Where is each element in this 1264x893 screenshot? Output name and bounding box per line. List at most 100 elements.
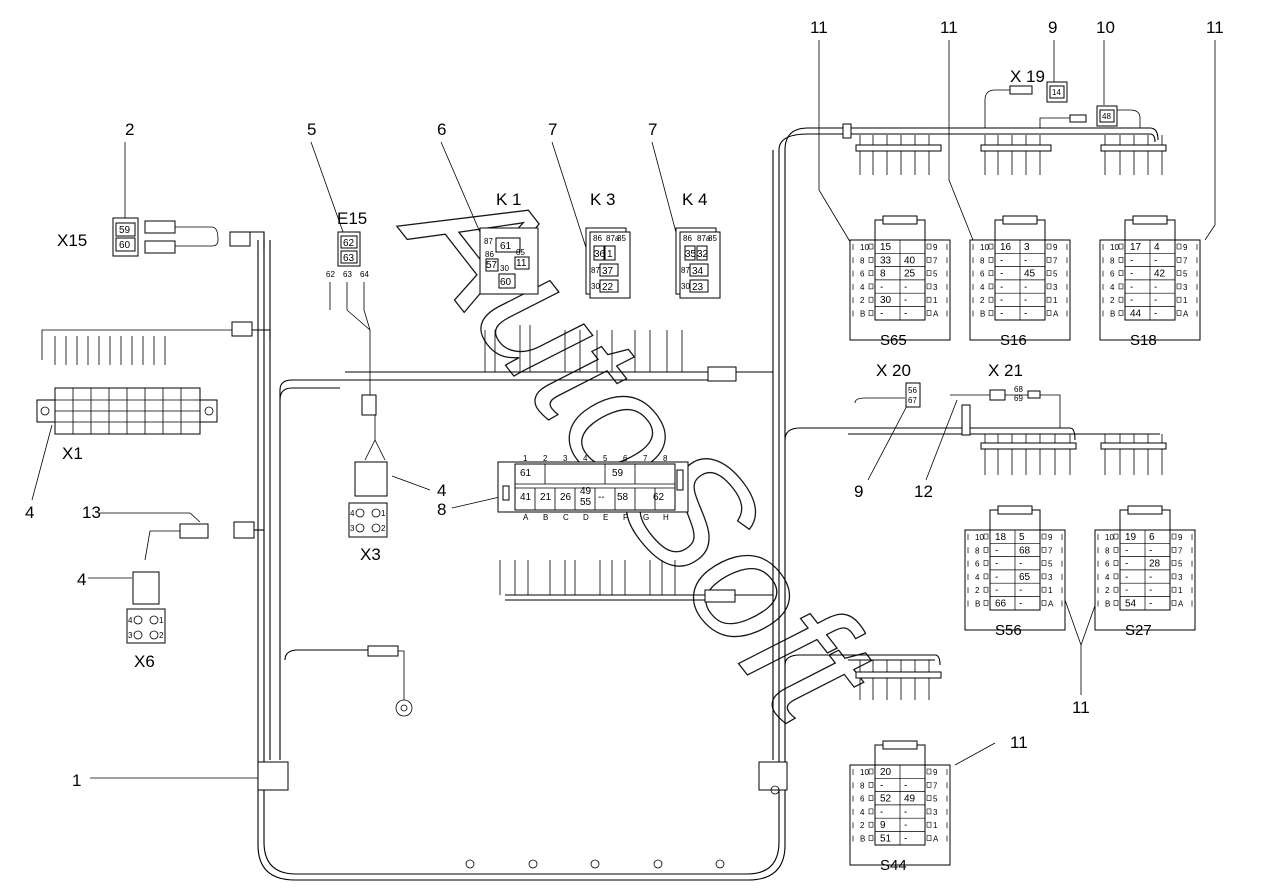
- switch-pin-label: B: [1110, 310, 1115, 319]
- svg-text:C: C: [563, 513, 569, 522]
- switch-pin-label: 3: [1053, 283, 1058, 292]
- switch-cell: 25: [904, 269, 916, 280]
- switch-pin-label: B: [860, 310, 865, 319]
- svg-text:69: 69: [1014, 394, 1023, 403]
- switch-pin-label: 1: [933, 296, 938, 305]
- svg-text:E: E: [603, 513, 608, 522]
- switch-cell: -: [904, 780, 907, 791]
- x1-label: X1: [62, 444, 83, 463]
- switch-cell: -: [880, 807, 883, 818]
- svg-text:21: 21: [540, 492, 552, 503]
- switch-cell: -: [1024, 309, 1027, 320]
- svg-text:1: 1: [159, 616, 164, 625]
- switch-pin-label: A: [1178, 600, 1184, 609]
- switch-cell: -: [904, 807, 907, 818]
- switch-cell: 4: [1154, 242, 1160, 253]
- switch-pin-label: 1: [1183, 296, 1188, 305]
- switch-pin-label: A: [933, 835, 939, 844]
- svg-text:X 20: X 20: [876, 361, 911, 380]
- svg-text:85: 85: [516, 248, 525, 257]
- switch-pin-label: 6: [1110, 270, 1115, 279]
- x15-cell-59: 59: [119, 225, 131, 236]
- switch-pin-label: 2: [975, 586, 980, 595]
- switch-cell: -: [1130, 295, 1133, 306]
- svg-text:14: 14: [1052, 88, 1061, 97]
- center-wires: [484, 325, 683, 595]
- switch-pin-label: 2: [980, 296, 985, 305]
- svg-text:87: 87: [591, 266, 600, 275]
- switch-cell: 66: [995, 599, 1007, 610]
- switch-cell: -: [1000, 295, 1003, 306]
- connector-x19: X 19 14: [1009, 67, 1068, 103]
- svg-text:48: 48: [1102, 112, 1111, 121]
- switch-pin-label: 2: [860, 821, 865, 830]
- svg-text:67: 67: [908, 396, 917, 405]
- bundle-top-right: [842, 89, 1167, 175]
- connector-x15: X15 59 60: [57, 217, 251, 257]
- svg-text:62: 62: [326, 270, 335, 279]
- switch-pin-label: 7: [933, 781, 938, 790]
- switch-pin-label: 4: [1110, 283, 1115, 292]
- switch-label: S18: [1130, 332, 1157, 349]
- switch-cell: 49: [904, 794, 916, 805]
- switch-cell: 15: [880, 242, 892, 253]
- svg-text:58: 58: [617, 492, 629, 503]
- switch-cell: 17: [1130, 242, 1142, 253]
- x6-label: X6: [134, 652, 155, 671]
- switch-cell: 52: [880, 794, 892, 805]
- switch-cell: -: [1130, 282, 1133, 293]
- switch-pin-label: 7: [1183, 256, 1188, 265]
- switch-pin-label: 8: [860, 781, 865, 790]
- svg-text:32: 32: [697, 249, 709, 260]
- svg-text:61: 61: [520, 468, 532, 479]
- svg-text:86: 86: [593, 234, 602, 243]
- switch-pin-label: 8: [980, 256, 985, 265]
- switch-cell: -: [904, 820, 907, 831]
- callout-7b: 7: [648, 120, 657, 139]
- switch-cell: -: [904, 834, 907, 845]
- switch-pin-label: 4: [860, 283, 865, 292]
- switch-pin-label: 8: [975, 546, 980, 555]
- svg-text:86: 86: [683, 234, 692, 243]
- switch-pin-label: 1: [933, 821, 938, 830]
- svg-text:87a: 87a: [697, 234, 711, 243]
- switch-pin-label: 1: [1178, 586, 1183, 595]
- callout-7a: 7: [548, 120, 557, 139]
- callout-3: 4: [25, 503, 34, 522]
- switch-cell: -: [880, 309, 883, 320]
- callout-2: 2: [125, 120, 134, 139]
- switch-pin-label: 9: [1178, 533, 1183, 542]
- svg-text:87a: 87a: [606, 234, 620, 243]
- switch-pin-label: 6: [1105, 560, 1110, 569]
- connector-x20: X 20 56 67: [876, 361, 921, 408]
- svg-text:23: 23: [692, 282, 704, 293]
- switch-label: S44: [880, 857, 907, 874]
- switch-pin-label: B: [980, 310, 985, 319]
- svg-text:87: 87: [681, 266, 690, 275]
- switch-cell: -: [1000, 309, 1003, 320]
- switch-cell: 8: [880, 269, 886, 280]
- svg-text:63: 63: [343, 270, 352, 279]
- svg-text:2: 2: [543, 454, 548, 463]
- switch-pin-label: 5: [1053, 270, 1058, 279]
- callout-10: 10: [1096, 18, 1115, 37]
- switch-pin-label: 6: [975, 560, 980, 569]
- callout-11b: 11: [940, 18, 958, 37]
- switch-cell: 3: [1024, 242, 1030, 253]
- relay-k1: K 1 61 57 11 60 87 86 85 30: [479, 190, 539, 295]
- switch-cell: -: [880, 282, 883, 293]
- svg-text:55: 55: [580, 497, 592, 508]
- relay-k4: K 4 35 32 34 23 87a 86 85 87 30: [675, 190, 721, 299]
- switch-cell: -: [995, 559, 998, 570]
- switch-cell: 54: [1125, 599, 1137, 610]
- switch-cell: -: [1154, 255, 1157, 266]
- switch-pin-label: B: [1105, 600, 1110, 609]
- switch-pin-label: 3: [933, 283, 938, 292]
- callout-4b: 4: [437, 481, 446, 500]
- callout-1: 1: [72, 771, 81, 790]
- switch-cell: 45: [1024, 269, 1036, 280]
- svg-text:X 21: X 21: [988, 361, 1023, 380]
- switch-pin-label: 9: [1048, 533, 1053, 542]
